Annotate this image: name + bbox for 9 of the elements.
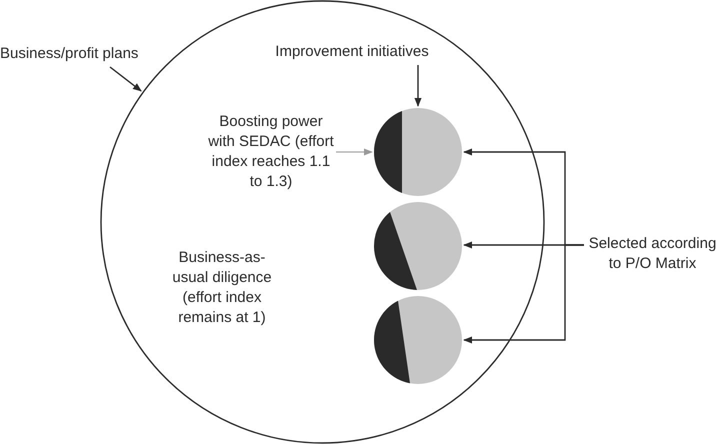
label-text: Business/profit plans — [0, 44, 140, 64]
arrow — [110, 66, 142, 92]
label-text: Improvement initiatives — [274, 42, 430, 62]
label-text: Business-as-usual diligence (effort index remains at 1) — [171, 248, 273, 328]
arrow — [414, 65, 422, 107]
label-text: Selected according to P/O Matrix — [588, 234, 718, 274]
arrow — [336, 148, 373, 156]
arrow — [463, 244, 584, 344]
label-text: Boosting power with SEDAC (effort index reaches 1.1 to 1.3) — [208, 112, 334, 192]
